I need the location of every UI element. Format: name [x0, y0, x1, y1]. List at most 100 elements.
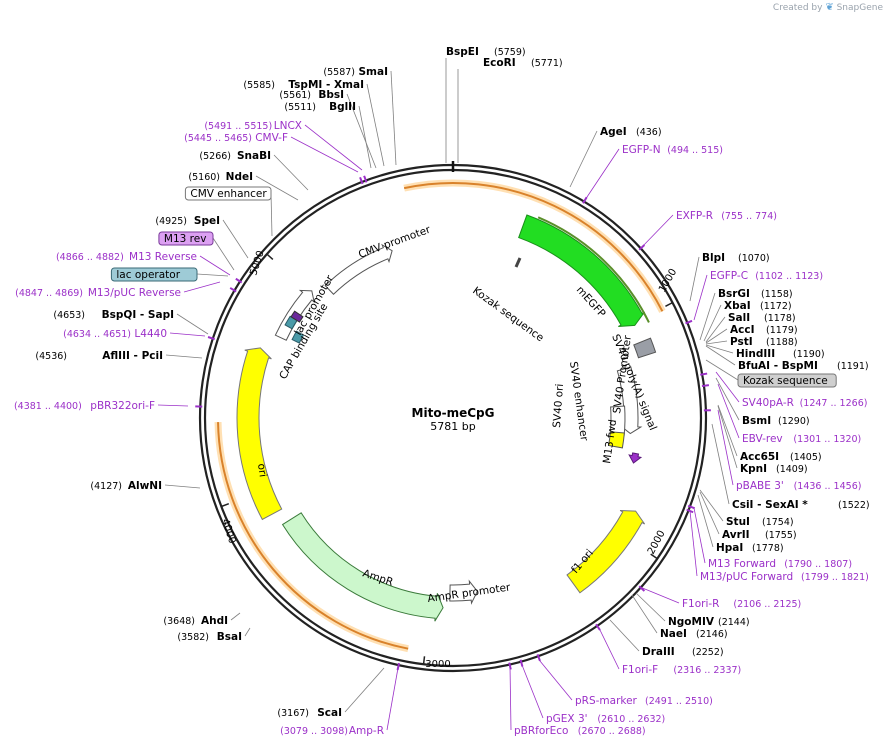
primer-site-egfp-n: [582, 196, 588, 204]
pos-acc65i: (1405): [790, 452, 822, 463]
enzyme-afliii-pcii: AflIII - PciI: [102, 350, 163, 362]
scale-label: 3000: [425, 659, 450, 670]
leader-lines-layer: [157, 58, 740, 731]
enzyme-kpni: KpnI: [740, 463, 767, 475]
feature-label-sv40-ori: SV40 ori: [551, 383, 566, 428]
enzyme-ahdi: AhdI: [201, 615, 228, 627]
leader-pgex-3: [521, 664, 544, 719]
primer-site-lncx: [363, 175, 368, 183]
primer-prs-marker: pRS-marker: [575, 695, 638, 707]
leader-psti: [705, 340, 728, 345]
pos-lncx: (5491 .. 5515): [204, 121, 272, 132]
primer-egfp-n: EGFP-N: [622, 144, 661, 156]
primer-site-l4440: [207, 336, 216, 341]
pos-m13-reverse: (4866 .. 4882): [56, 252, 124, 263]
pos-bfuai-bspmi: (1191): [837, 361, 869, 372]
enzyme-bspqi-sapi: BspQI - SapI: [102, 309, 174, 321]
backbone-layer: [198, 161, 708, 673]
left-labels: BspEI(5759)EcoRI(5771)SmaI(5587)TspMI - …: [14, 46, 563, 737]
primer-ebv-rev: EBV-rev: [742, 433, 783, 445]
pos-tspmi-xmai: (5585): [243, 80, 275, 91]
leader-blpi: [689, 256, 700, 302]
leader-hindiii: [705, 344, 734, 354]
feature-box-lac-operator: [110, 267, 198, 282]
leader-kpni: [717, 405, 738, 469]
leader-lncx: [304, 124, 363, 171]
scale-tick: [266, 253, 274, 260]
leader-bglii: [358, 105, 372, 169]
primer-exfp-r: EXFP-R: [676, 210, 713, 222]
leader-xbai: [703, 304, 722, 342]
feature-tag-cmv-enhancer: CMV enhancer: [190, 188, 267, 200]
enzyme-stui: StuI: [726, 516, 750, 528]
leader-amp-r: [386, 667, 399, 731]
leader-f1ori-f: [599, 629, 620, 670]
scale-tick: [422, 656, 426, 665]
primer-m13-puc-forward: M13/pUC Forward: [700, 571, 793, 583]
enzyme-psti: PstI: [730, 336, 753, 348]
pos-pbrforeco: (2670 .. 2688): [578, 726, 646, 737]
feature-box-kozak-sequence: [737, 373, 837, 388]
enzyme-ndei: NdeI: [226, 171, 253, 183]
enzyme-scai: ScaI: [317, 707, 342, 719]
pos-amp-r: (3079 .. 3098): [280, 726, 348, 737]
scale-tick: [650, 553, 658, 560]
enzyme-bsai: BsaI: [217, 631, 242, 643]
leader-smai: [390, 70, 397, 166]
leader-ebv-rev: [717, 383, 740, 439]
enzyme-pos-bspei: (5759): [494, 47, 526, 58]
leader-cmv-enhancer: [270, 192, 273, 237]
leader-sali: [705, 316, 726, 343]
primer-pbrforeco: pBRforEco: [514, 725, 568, 737]
leader-tspmi-xmai: [366, 83, 385, 167]
scale-label: 4000: [219, 518, 237, 546]
feature-tag-m13-rev: M13 rev: [164, 233, 207, 245]
primer-site-m13-reverse: [235, 277, 243, 284]
scale-label: 2000: [646, 529, 668, 557]
enzyme-pos-ecori: (5771): [531, 58, 563, 69]
enzyme-agei: AgeI: [600, 126, 627, 138]
enzyme-alwni: AlwNI: [128, 480, 162, 492]
leader-hpai: [697, 494, 714, 548]
enzyme-hpai: HpaI: [716, 542, 743, 554]
leader-csii-sexai: [711, 423, 730, 505]
primer-cmv-f: CMV-F: [255, 132, 288, 144]
enzyme-smai: SmaI: [359, 66, 389, 78]
enzyme-draiii: DraIII: [642, 646, 675, 658]
pos-agei: (436): [636, 127, 662, 138]
pos-ahdi: (3648): [163, 616, 195, 627]
enzyme-sali: SalI: [728, 312, 750, 324]
sv40-promoter-arrow: [616, 366, 643, 435]
pos-bsai: (3582): [177, 632, 209, 643]
enzyme-acci: AccI: [730, 324, 754, 336]
enzyme-tspmi-xmai: TspMI - XmaI: [288, 79, 364, 91]
enzyme-bfuai-bspmi: BfuAI - BspMI: [738, 360, 818, 372]
primer-site-pbrforeco: [508, 662, 512, 670]
primer-site-m13-puc-reverse: [229, 287, 237, 293]
primer-site-ebv-rev: [701, 384, 710, 388]
leader-bbsi: [346, 93, 377, 169]
feature-label-ori: ori: [255, 463, 269, 478]
leader-avrii: [699, 491, 720, 535]
pos-ngomiv: (2144): [718, 617, 750, 628]
enzyme-spei: SpeI: [194, 215, 220, 227]
primer-pgex-3: pGEX 3': [546, 713, 588, 725]
leader-acci: [705, 328, 728, 344]
leader-draiii: [609, 619, 640, 652]
plasmid-name: Mito-meCpG: [412, 406, 495, 420]
leader-m13-puc-reverse: [183, 281, 221, 293]
leader-m13-reverse: [199, 255, 231, 276]
enzyme-naei: NaeI: [660, 628, 687, 640]
leader-lac-operator: [196, 273, 229, 277]
feature-tag-lac-operator: lac operator: [116, 269, 180, 281]
leader-ahdi: [230, 612, 241, 621]
m13-fwd-arrow: [628, 452, 643, 464]
pos-pgex-3: (2610 .. 2632): [597, 714, 665, 725]
enzyme-csii-sexai: CsiI - SexAI *: [732, 499, 808, 511]
pos-csii-sexai: (1522): [838, 500, 870, 511]
pos-bsrgi: (1158): [761, 289, 793, 300]
primer-site-sv40pa-r: [700, 372, 708, 376]
primer-pbabe-3: pBABE 3': [736, 480, 784, 492]
leader-m13-rev: [212, 237, 235, 271]
pos-afliii-pcii: (4536): [35, 351, 67, 362]
